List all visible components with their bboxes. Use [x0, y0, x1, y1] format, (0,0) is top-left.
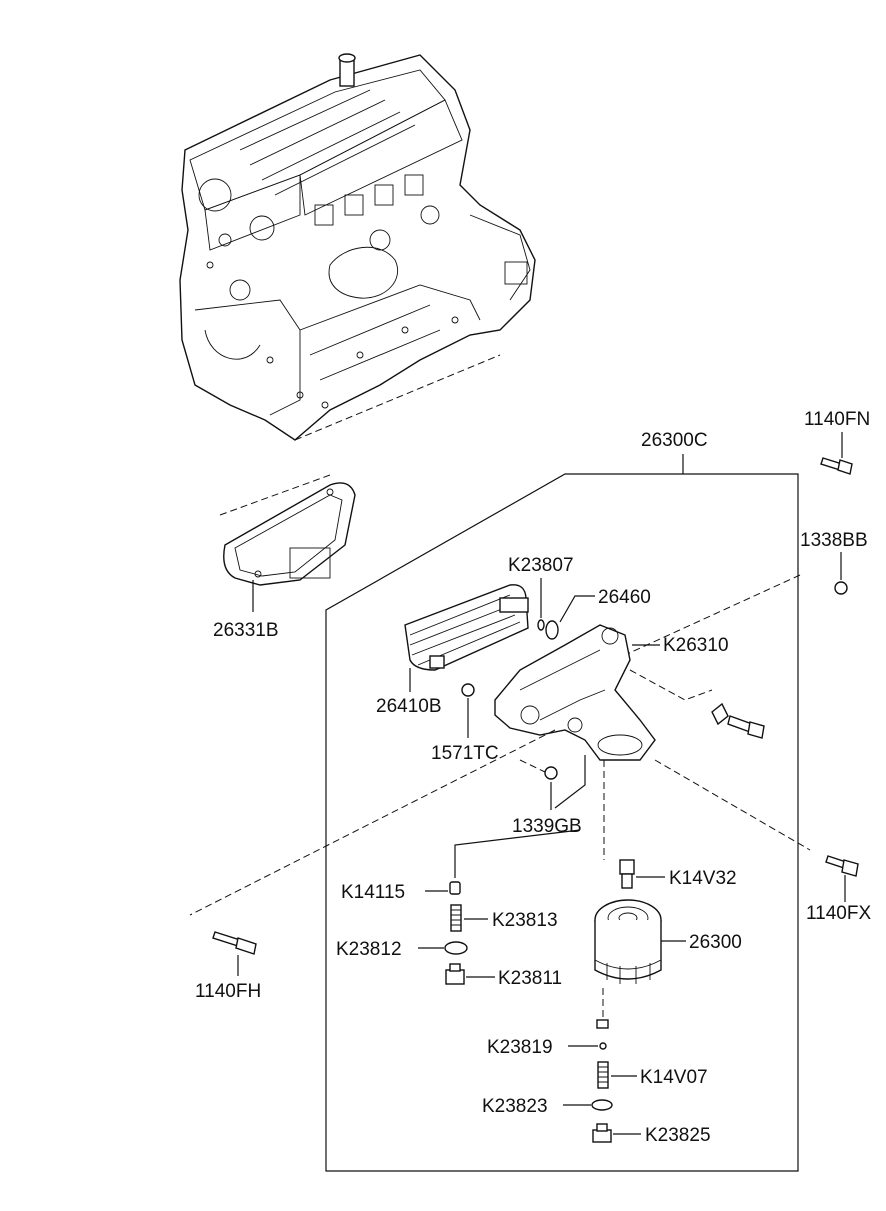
- label-26300C: 26300C: [641, 430, 708, 451]
- label-K23811: K23811: [498, 968, 562, 989]
- leader-block-gasket: [219, 474, 331, 516]
- leader-1140FH-dash: [189, 729, 556, 916]
- label-1339GB: 1339GB: [512, 816, 582, 837]
- label-K14V32: K14V32: [669, 868, 737, 889]
- filter-housing-part: [494, 624, 656, 761]
- label-1571TC: 1571TC: [431, 743, 499, 764]
- nut-1338BB: [834, 581, 848, 595]
- ball-K23819: [599, 1042, 607, 1050]
- label-1140FH: 1140FH: [195, 981, 261, 1002]
- label-K26310: K26310: [663, 635, 729, 656]
- label-K23813: K23813: [492, 910, 558, 931]
- label-26460: 26460: [598, 587, 651, 608]
- leader-1339GB-dash: [519, 759, 546, 773]
- label-1338BB: 1338BB: [800, 530, 868, 551]
- gasket-part: [223, 482, 356, 586]
- cap-K23819-top: [596, 1019, 609, 1029]
- plug-K23811: [445, 963, 465, 985]
- plug-1571TC: [461, 683, 475, 697]
- label-26331B: 26331B: [213, 620, 279, 641]
- label-1140FX: 1140FX: [806, 903, 871, 924]
- cap-K14115: [449, 881, 461, 895]
- leader-1140FX-dash: [654, 759, 811, 851]
- leader-1338BB-dash: [624, 574, 801, 656]
- washer-K23812: [444, 941, 468, 955]
- label-26300: 26300: [689, 932, 742, 953]
- leader-block-dash: [294, 354, 501, 441]
- label-K23825: K23825: [645, 1125, 711, 1146]
- leader-K14115-up: [454, 829, 581, 878]
- spring-K23813: [450, 904, 462, 932]
- side-bolt-part: [711, 702, 765, 739]
- plug-K23825: [592, 1123, 612, 1143]
- o-ring-26460: [545, 620, 559, 640]
- o-ring-K23807: [537, 619, 545, 631]
- label-1140FN: 1140FN: [804, 409, 870, 430]
- label-K14V07: K14V07: [640, 1067, 708, 1088]
- oil-filter-part: [594, 899, 662, 984]
- oil-cooler-part: [404, 584, 529, 671]
- label-K23823: K23823: [482, 1096, 548, 1117]
- leader-housing-down: [554, 755, 586, 809]
- label-K14115: K14115: [341, 882, 405, 903]
- bolt-1140FH: [212, 931, 257, 955]
- bolt-1140FX: [825, 855, 859, 877]
- spring-K14V07: [597, 1061, 609, 1089]
- nipple-K14V32: [619, 859, 635, 889]
- assembly-frame-outer: [325, 473, 799, 1172]
- label-K23812: K23812: [336, 939, 402, 960]
- nut-1339GB: [544, 766, 558, 780]
- label-K23819: K23819: [487, 1037, 553, 1058]
- leader-26460: [559, 595, 595, 623]
- label-K23807: K23807: [508, 555, 574, 576]
- washer-K23823: [591, 1099, 613, 1111]
- label-26410B: 26410B: [376, 696, 442, 717]
- leader-side-dash: [629, 669, 713, 701]
- engine-block-illustration: [179, 53, 536, 441]
- bolt-1140FN: [820, 457, 853, 475]
